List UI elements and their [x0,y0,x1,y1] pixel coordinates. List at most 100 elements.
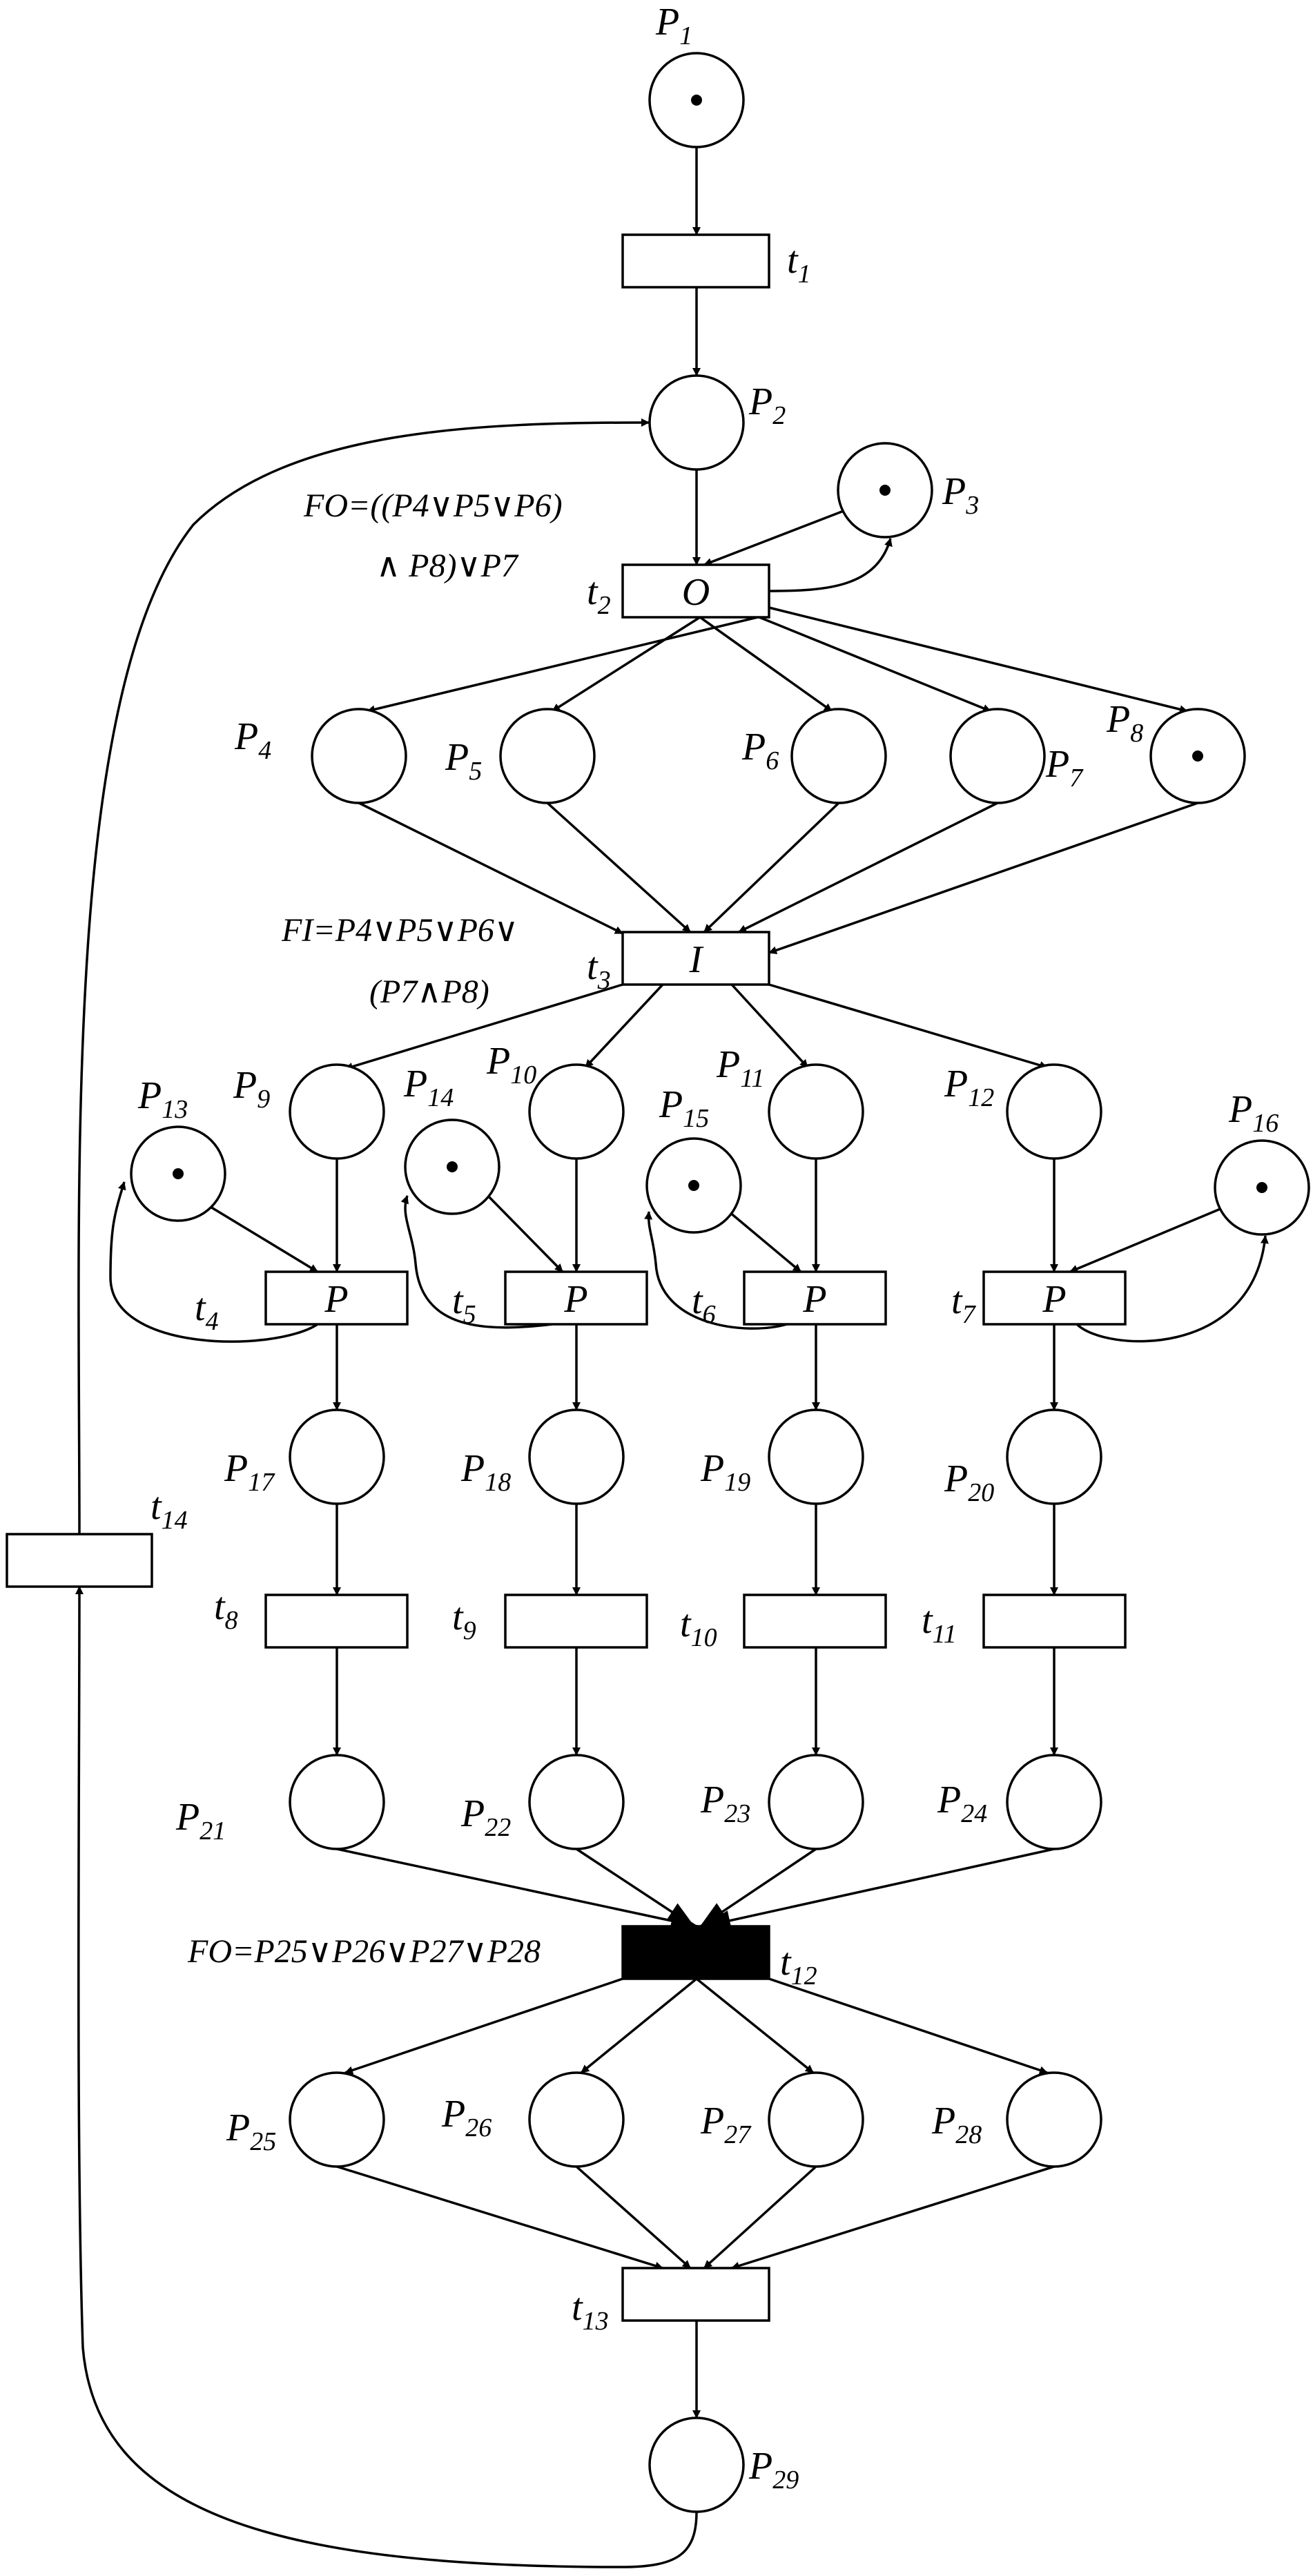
transition-t1 [621,233,770,289]
transition-inner-label: P [1042,1278,1066,1321]
transition-t9 [504,1594,648,1649]
transition-box [621,2267,770,2322]
transition-label-t4: t4 [195,1286,219,1336]
place-p17 [289,1408,385,1505]
place-p9 [289,1063,385,1160]
arc-p26-t13 [575,2165,692,2269]
transition-label-t13: t13 [572,2286,609,2336]
place-circle [289,1063,385,1160]
place-label-p22: P22 [460,1792,511,1842]
place-circle [528,1408,625,1505]
place-label-sub: 18 [485,1468,511,1497]
place-circle [499,708,596,804]
transition-label-sub: 12 [791,1962,817,1991]
place-p18 [528,1408,625,1505]
transition-label-sub: 1 [798,260,811,289]
place-label-sub: 3 [965,491,979,520]
place-label-p15: P15 [659,1083,709,1133]
place-p8 [1149,708,1246,804]
place-label-sub: 12 [968,1083,994,1112]
place-circle [289,2071,385,2168]
token-dot [173,1168,184,1179]
transition-box [743,1270,887,1326]
transition-t10 [743,1594,887,1649]
transition-inner-label: P [324,1278,348,1321]
arc-t3-p10 [584,983,664,1069]
formula-t2-line2: ∧ P8)∨P7 [376,548,519,584]
place-p25 [289,2071,385,2168]
transition-t3: I [621,931,770,986]
place-circle [768,1063,864,1160]
transition-label-t2: t2 [587,570,611,620]
place-label-sub: 9 [257,1085,270,1114]
place-label-sub: 26 [465,2113,492,2142]
place-circle [289,1408,385,1505]
arcs-layer [75,147,1269,2568]
arc-p14-t5 [482,1190,564,1273]
transition-label-sub: 4 [206,1307,219,1336]
place-label-sub: 16 [1252,1109,1278,1138]
arc-t2-p4 [367,613,770,714]
place-circle [648,2417,745,2513]
transition-t2: O [621,563,770,619]
arc-t2-p8 [768,606,1188,714]
place-label-sub: 10 [510,1061,536,1090]
formula-t2-line1: FO=((P4∨P5∨P6) [303,487,563,524]
place-label-sub: 28 [955,2120,982,2149]
place-p27 [768,2071,864,2168]
transition-label-sub: 6 [703,1300,716,1329]
place-p2 [648,374,745,471]
place-p26 [528,2071,625,2168]
arc-t14-p2 [77,418,650,1535]
transition-label-sub: 13 [583,2307,609,2336]
place-label-p14: P14 [403,1063,454,1112]
place-label-p11: P11 [716,1043,764,1093]
place-label-p24: P24 [937,1779,987,1828]
transition-t11 [982,1594,1127,1649]
place-label-p28: P28 [931,2100,982,2149]
arc-p24-t12 [703,1848,1055,1931]
arc-t2-p6 [699,616,833,713]
arc-t12-p27 [695,1977,815,2074]
arc-t3-p12 [768,983,1048,1069]
arc-p16-t7 [1069,1207,1223,1273]
place-label-p9: P9 [233,1064,270,1114]
transition-t4: P [264,1270,409,1326]
place-p6 [790,708,887,804]
token-dot [691,95,702,106]
place-p3 [837,442,933,539]
transition-inner-label: P [802,1278,826,1321]
arc-t4-p13 [109,1181,318,1343]
arc-p15-t6 [723,1207,802,1273]
transition-t13 [621,2267,770,2322]
transition-box [982,1270,1127,1326]
transition-label-sub: 3 [597,966,611,995]
place-label-p20: P20 [944,1458,994,1507]
place-label-p8: P8 [1106,698,1143,748]
place-p10 [528,1063,625,1160]
arc-t12-p28 [768,1977,1048,2075]
transition-label-sub: 10 [691,1623,717,1652]
place-label-sub: 22 [485,1813,511,1842]
place-circle [1006,2071,1102,2168]
place-circle [768,2071,864,2168]
transition-t6: P [743,1270,887,1326]
place-label-sub: 24 [961,1799,987,1828]
transition-label-t8: t8 [214,1585,238,1635]
place-label-p25: P25 [226,2107,276,2156]
arc-t12-p26 [580,1977,698,2074]
place-label-p5: P5 [445,736,482,786]
transition-inner-label: I [689,938,704,981]
place-label-sub: 2 [772,401,786,430]
place-label-p13: P13 [137,1074,188,1124]
place-label-sub: 11 [740,1064,764,1093]
place-label-p19: P19 [700,1447,750,1497]
transition-inner-label: O [682,571,710,614]
transition-label-t12: t12 [780,1941,817,1991]
arc-t3-p11 [730,983,809,1069]
place-circle [528,1754,625,1850]
transition-label-sub: 9 [463,1616,476,1645]
place-circle [648,374,745,471]
place-label-p3: P3 [942,470,979,520]
